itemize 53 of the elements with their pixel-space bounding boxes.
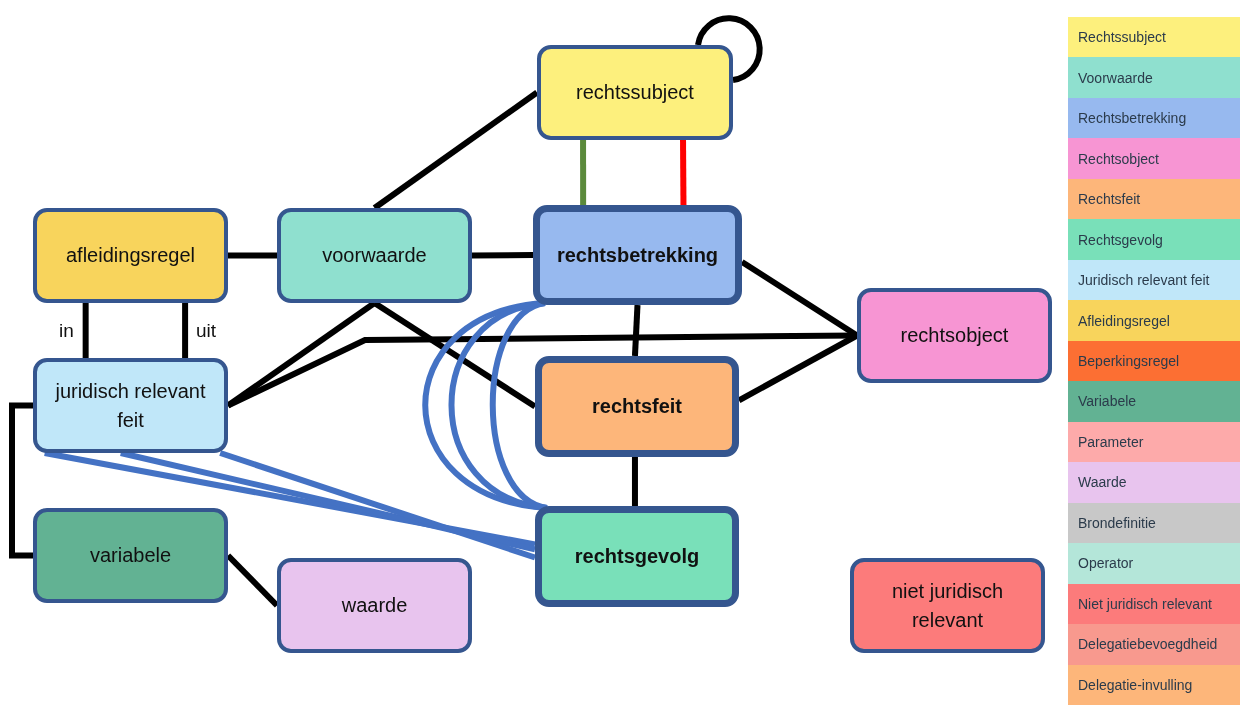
concept-box [537, 45, 733, 140]
node-label: rechtsfeit [592, 394, 682, 419]
connector-line [631, 304, 641, 357]
legend-entry: Rechtsgevolg [1068, 219, 1240, 260]
concept-box [33, 358, 228, 453]
node-label: voorwaarde [322, 243, 427, 268]
connector-line [680, 139, 687, 206]
connector-line [9, 402, 33, 559]
legend-entry: Voorwaarde [1068, 57, 1240, 98]
node-label: rechtsgevolg [574, 544, 700, 569]
legend-entry: Rechtsbetrekking [1068, 97, 1240, 139]
connector-line [580, 140, 587, 205]
connector-line [120, 450, 536, 553]
legend-entry: Niet juridisch relevant [1068, 583, 1240, 625]
connector-line [44, 450, 536, 548]
legend-entry: Delegatiebevoegdheid [1068, 624, 1240, 665]
connector-line [228, 252, 277, 259]
node-label: niet juridisch relevant [890, 578, 1005, 633]
legend-entry: Beperkingsregel [1068, 340, 1240, 382]
node-label: waarde [341, 593, 408, 618]
legend-entry: Waarde [1068, 462, 1240, 503]
connector-line [372, 90, 539, 211]
legend-entry: Rechtsobject [1068, 138, 1240, 179]
legend-entry: Operator [1068, 543, 1240, 584]
concept-box [535, 356, 739, 457]
legend-entry: Variabele [1068, 381, 1240, 422]
legend-entry: Parameter [1068, 421, 1240, 463]
concept-box [33, 508, 228, 603]
connector-line [471, 252, 534, 259]
labeled-connector [82, 303, 89, 358]
node-label: juridisch relevant feit [54, 378, 207, 433]
concept-box [535, 506, 739, 607]
node-label: rechtssubject [576, 80, 694, 105]
legend-entry: Rechtsfeit [1068, 178, 1240, 220]
connector-line [631, 457, 638, 506]
node-label: rechtsobject [900, 323, 1009, 348]
concept-box [850, 558, 1045, 653]
concept-box [277, 208, 472, 303]
connector-line [219, 450, 536, 561]
legend-entry: Juridisch relevant feit [1068, 259, 1240, 301]
legend-entry: Brondefinitie [1068, 502, 1240, 544]
connector-line [372, 300, 537, 410]
legend-entry: Rechtssubject [1068, 17, 1240, 58]
legend-entry: Delegatie-invulling [1068, 664, 1240, 705]
node-label: variabele [89, 543, 172, 568]
concept-box [533, 205, 742, 305]
node-label: rechtsbetrekking [556, 242, 719, 268]
labeled-connector [182, 303, 189, 358]
concept-box [33, 208, 228, 303]
concept-box [277, 558, 472, 653]
concept-box [857, 288, 1052, 383]
legend-entry: Afleidingsregel [1068, 300, 1240, 341]
node-label: afleidingsregel [66, 243, 195, 268]
